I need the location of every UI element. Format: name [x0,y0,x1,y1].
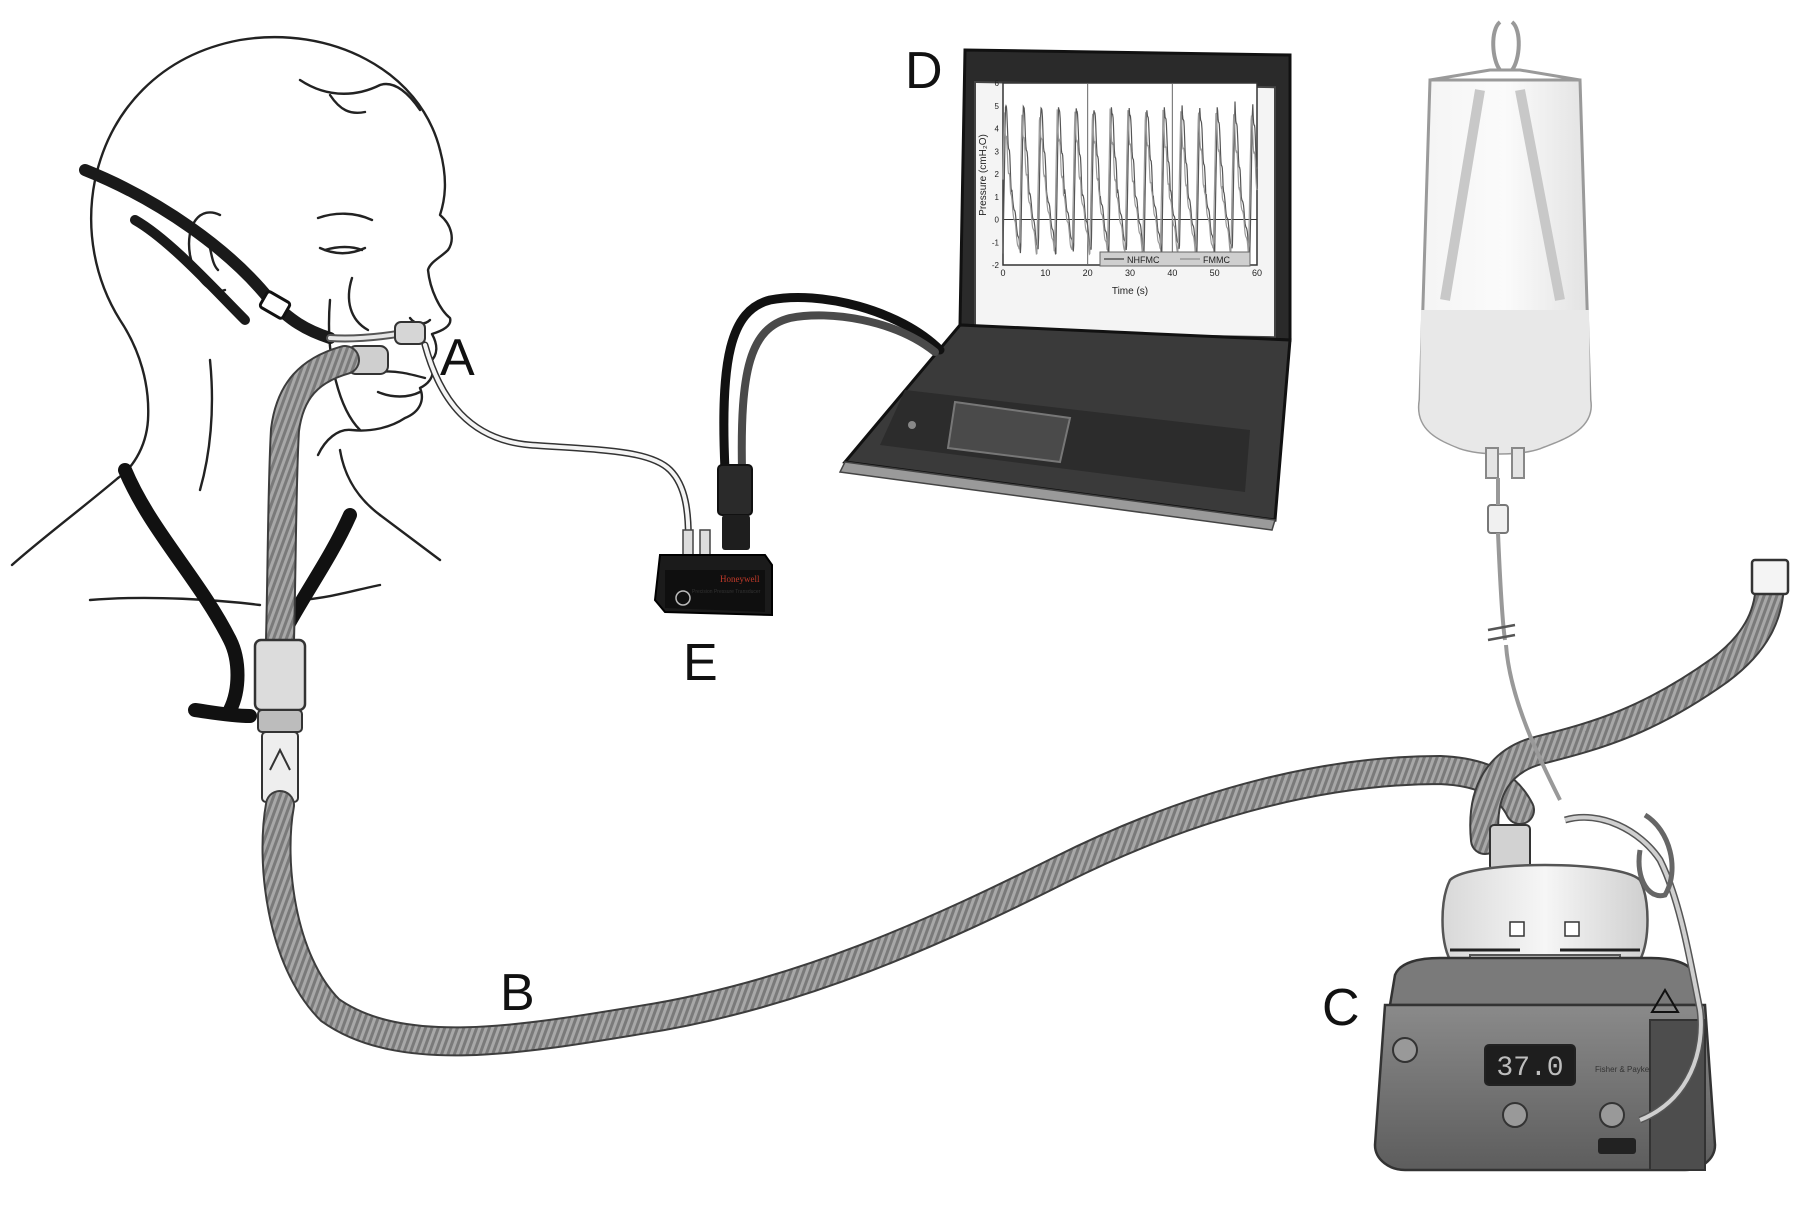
y-tick-label: -1 [992,238,1000,247]
pressure-transducer: Honeywell Precision Pressure Transducer [653,529,773,617]
heated-breathing-circuit [253,345,1790,1057]
series-line-fmmc [1002,108,1258,256]
legend-series-fmmc: FMMC [1203,255,1230,265]
pressure-chart: 0 10 20 30 40 50 60 -2 -1 0 1 2 3 4 5 6 Pressure (cmH₂O… [978,79,1262,297]
water-bag [1417,20,1592,801]
x-tick-label: 10 [1040,268,1050,278]
label-d: D [905,42,943,100]
chart-y-axis-label: Pressure (cmH₂O) [978,134,989,216]
x-tick-label: 50 [1210,268,1220,278]
label-c: C [1322,979,1360,1037]
x-tick-label: 30 [1125,268,1135,278]
chart-legend: NHFMC FMMC [1099,251,1251,267]
head-strap [79,164,336,344]
legend-series-nhfmc: NHFMC [1127,255,1160,265]
x-tick-label: 60 [1252,268,1262,278]
transducer-subtitle: Precision Pressure Transducer [692,589,761,595]
chart-x-axis-label: Time (s) [1112,286,1148,297]
humidifier-temperature-display: 37.0 [1496,1053,1563,1084]
label-e: E [683,634,718,692]
y-tick-label: -2 [992,261,1000,270]
patient-head [10,35,453,607]
x-tick-label: 0 [1000,268,1005,278]
y-tick-label: 6 [995,79,1000,88]
pressure-sampling-line [421,341,692,559]
y-tick-label: 5 [995,102,1000,111]
x-tick-label: 40 [1167,268,1177,278]
x-tick-label: 20 [1083,268,1093,278]
y-tick-label: 4 [995,125,1000,134]
y-tick-label: 0 [995,216,1000,225]
label-a: A [440,329,475,387]
transducer-brand: Honeywell [720,574,760,584]
neck-strap [118,463,357,723]
y-tick-label: 2 [995,170,1000,179]
humidifier: 37.0 Fisher & Paykel [1373,812,1717,1172]
label-b: B [500,964,535,1022]
humidifier-brand-label: Fisher & Paykel [1595,1065,1651,1074]
y-tick-label: 1 [995,193,1000,202]
transducer-cable [717,293,945,550]
y-tick-label: 3 [995,147,1000,156]
